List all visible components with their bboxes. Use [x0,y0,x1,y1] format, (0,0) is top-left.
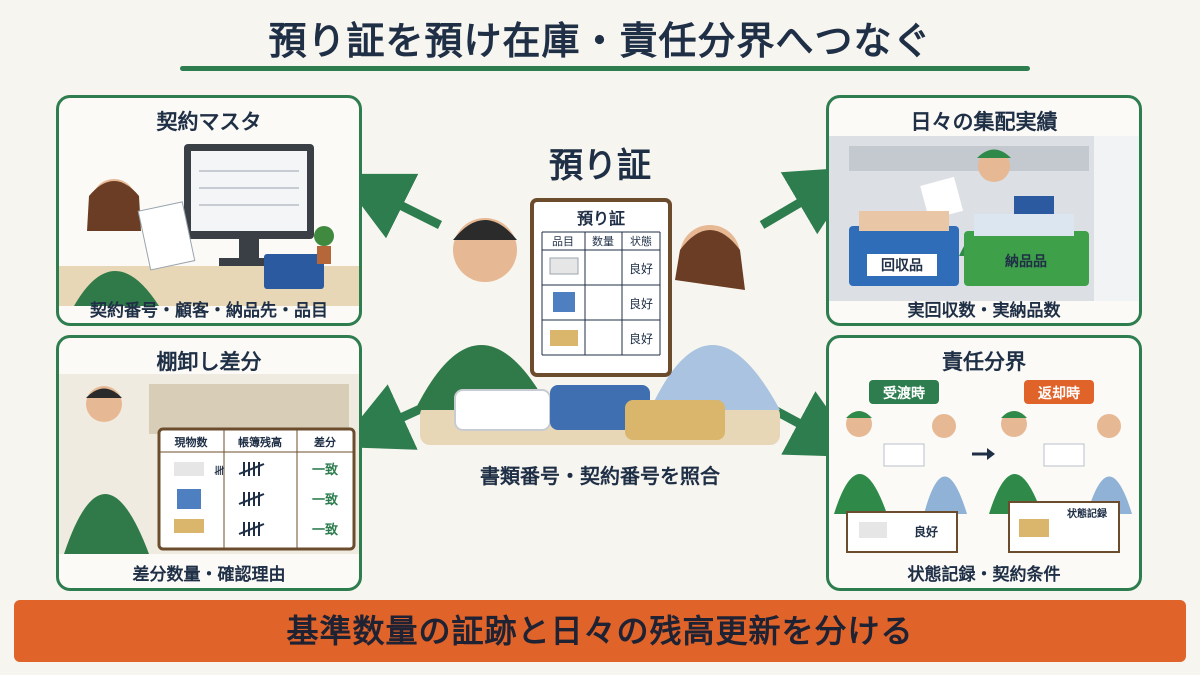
panel-title: 責任分界 [942,350,1026,374]
svg-text:𝍸: 𝍸 [214,464,225,479]
delivery-illustration: 回収品 納品品 [829,136,1139,301]
sheet-col-3: 状態 [630,234,652,248]
center-caption: 書類番号・契約番号を照合 [480,464,720,488]
page-title: 預り証を預け在庫・責任分界へつなぐ [268,19,932,63]
panel-caption: 差分数量・確認理由 [132,565,286,585]
bottom-banner: 基準数量の証跡と日々の残高更新を分ける [14,600,1186,662]
arrow-to-contract [337,173,443,239]
good-label: 良好 [914,524,938,539]
inv-diff-3: 一致 [312,522,339,538]
sheet-col-1: 品目 [552,235,574,248]
inv-col-1: 現物数 [175,435,209,449]
panel-title: 棚卸し差分 [156,350,262,374]
inv-diff-1: 一致 [312,462,339,478]
panel-title: 契約マスタ [156,110,262,134]
inventory-illustration: 現物数 帳簿残高 差分 𝍸 一致 一致 一致 [59,374,359,554]
panel-title: 日々の集配実績 [910,110,1058,134]
center-title: 預り証 [549,146,651,186]
bin-deliver-label: 納品品 [1005,253,1047,270]
panel-contract-master: 契約マスタ 契約番号・顧客・納品先・品目 [56,95,362,326]
title-underline [180,66,1030,71]
panel-caption: 状態記録・契約条件 [907,565,1061,585]
panel-caption: 契約番号・顧客・納品先・品目 [90,301,328,321]
sheet-title: 預り証 [577,209,625,228]
arrow-to-delivery [759,166,862,235]
sheet-row-2-state: 良好 [629,296,653,311]
inv-col-3: 差分 [314,435,336,449]
panel-caption: 実回収数・実納品数 [907,301,1061,321]
responsibility-illustration: 受渡時 返却時 良好 状態記録 [834,380,1132,553]
panel-daily-delivery: 日々の集配実績 回収品 納品品 実回収数・実納品数 [826,95,1142,326]
bin-collect-label: 回収品 [881,257,923,274]
return-label: 返却時 [1038,385,1080,402]
contract-illustration [59,144,359,306]
sheet-col-2: 数量 [592,235,614,248]
panel-responsibility: 責任分界 受渡時 返却時 良好 状態記録 状態記録・契約条件 [826,335,1142,591]
sheet-row-1-state: 良好 [629,261,653,276]
inv-diff-2: 一致 [312,492,339,508]
handover-label: 受渡時 [883,385,925,402]
inv-col-2: 帳簿残高 [238,435,282,449]
sheet-row-3-state: 良好 [629,331,653,346]
center-illustration: 預り証 品目 数量 状態 良好 良好 良好 [415,198,780,445]
state-record-label: 状態記録 [1067,507,1108,520]
panel-inventory-diff: 棚卸し差分 現物数 帳簿残高 差分 𝍸 一致 一致 一致 差分数量・確認理由 [56,335,362,591]
